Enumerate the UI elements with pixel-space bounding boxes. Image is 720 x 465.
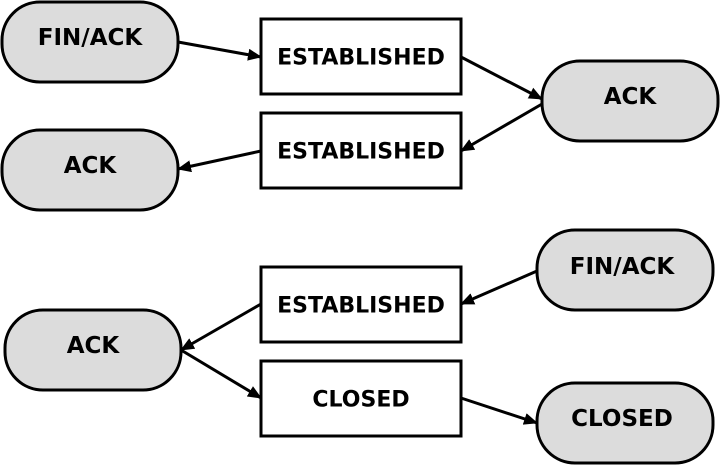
- edge-p5-to-s4: [180, 348, 262, 400]
- edge-s3-to-p5: [180, 302, 262, 352]
- packet-label: ACK: [67, 333, 121, 359]
- packet-node-fin-ack-1: FIN/ACK: [0, 0, 180, 84]
- packet-label: ACK: [64, 153, 118, 179]
- packet-node-closed: CLOSED: [535, 381, 715, 465]
- state-box-established-3: ESTABLISHED: [259, 265, 463, 344]
- edge-s4-to-p6: [460, 396, 538, 425]
- packet-node-ack-2: ACK: [0, 128, 180, 212]
- edge-s1-to-p2: [460, 55, 543, 101]
- packet-node-fin-ack-2: FIN/ACK: [535, 228, 715, 312]
- edge-p2-to-s2: [460, 102, 543, 153]
- state-label: ESTABLISHED: [277, 46, 445, 71]
- edges: [177, 40, 543, 425]
- state-box-closed: CLOSED: [259, 359, 463, 438]
- packet-label: FIN/ACK: [38, 25, 144, 51]
- state-box-established-1: ESTABLISHED: [259, 17, 463, 96]
- edge-s2-to-p3: [177, 149, 262, 173]
- state-boxes: ESTABLISHED ESTABLISHED ESTABLISHED CLOS…: [259, 17, 463, 438]
- state-label: ESTABLISHED: [277, 294, 445, 319]
- edge-p4-to-s3: [460, 269, 538, 306]
- state-label: CLOSED: [312, 388, 409, 413]
- state-box-established-2: ESTABLISHED: [259, 111, 463, 190]
- packet-label: CLOSED: [571, 406, 673, 432]
- edge-p1-to-s1: [177, 40, 262, 61]
- packet-node-ack-1: ACK: [540, 59, 720, 143]
- packet-node-ack-3: ACK: [3, 308, 183, 392]
- packet-label: ACK: [604, 84, 658, 110]
- packet-label: FIN/ACK: [570, 254, 676, 280]
- state-label: ESTABLISHED: [277, 140, 445, 165]
